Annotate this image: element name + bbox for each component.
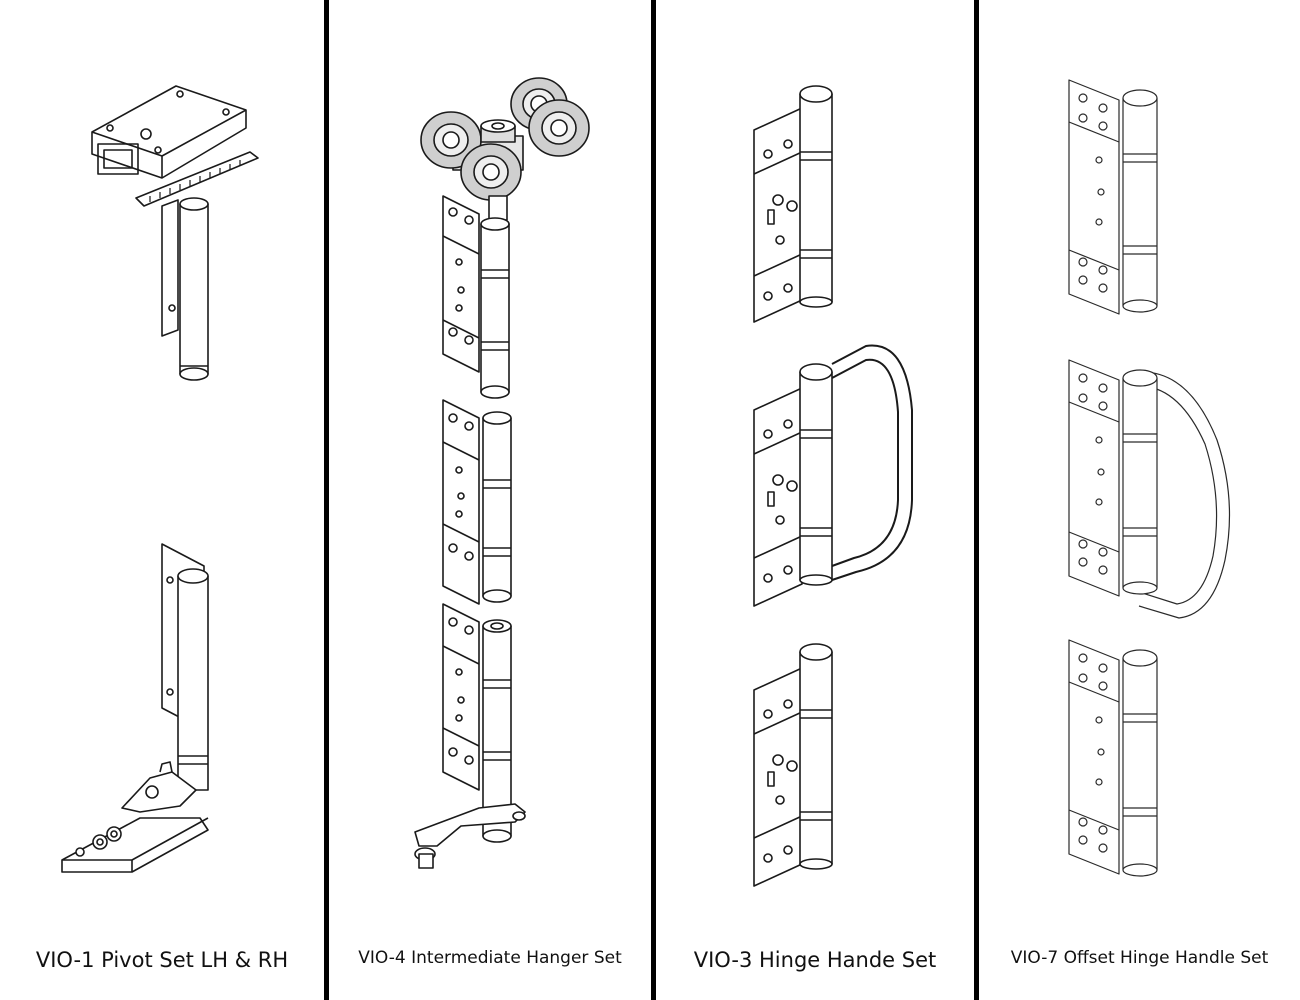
product-caption: VIO-1 Pivot Set LH & RH [35, 948, 289, 972]
roller-carriage [421, 78, 589, 220]
hinge-with-handle [754, 346, 912, 606]
intermediate-hanger-illustration [329, 0, 651, 940]
hinge-handle-illustration [656, 0, 974, 940]
product-caption: VIO-4 Intermediate Hanger Set [358, 948, 622, 968]
hanger-hinge-top [443, 196, 509, 398]
product-panel-vio-4: VIO-4 Intermediate Hanger Set [329, 0, 651, 1000]
panel-divider-1 [324, 0, 329, 1000]
panel-divider-3 [974, 0, 979, 1000]
top-pivot-bracket [92, 86, 258, 380]
bottom-pivot [62, 544, 208, 872]
pivot-set-illustration [0, 0, 324, 940]
hanger-hinge-middle [443, 400, 511, 604]
hinge-top [754, 86, 832, 322]
hinge-bottom [754, 644, 832, 886]
offset-hinge-bottom [1069, 640, 1157, 876]
hanger-hinge-bottom [415, 604, 525, 868]
panel-divider-2 [651, 0, 656, 1000]
product-panel-vio-1: VIO-1 Pivot Set LH & RH [0, 0, 324, 1000]
offset-hinge-handle-illustration [979, 0, 1300, 940]
product-caption: VIO-7 Offset Hinge Handle Set [1010, 948, 1269, 968]
offset-hinge-top [1069, 80, 1157, 314]
product-caption: VIO-3 Hinge Hande Set [693, 948, 937, 972]
product-panel-vio-7: VIO-7 Offset Hinge Handle Set [979, 0, 1300, 1000]
product-panel-vio-3: VIO-3 Hinge Hande Set [656, 0, 974, 1000]
offset-hinge-with-handle [1069, 360, 1230, 618]
